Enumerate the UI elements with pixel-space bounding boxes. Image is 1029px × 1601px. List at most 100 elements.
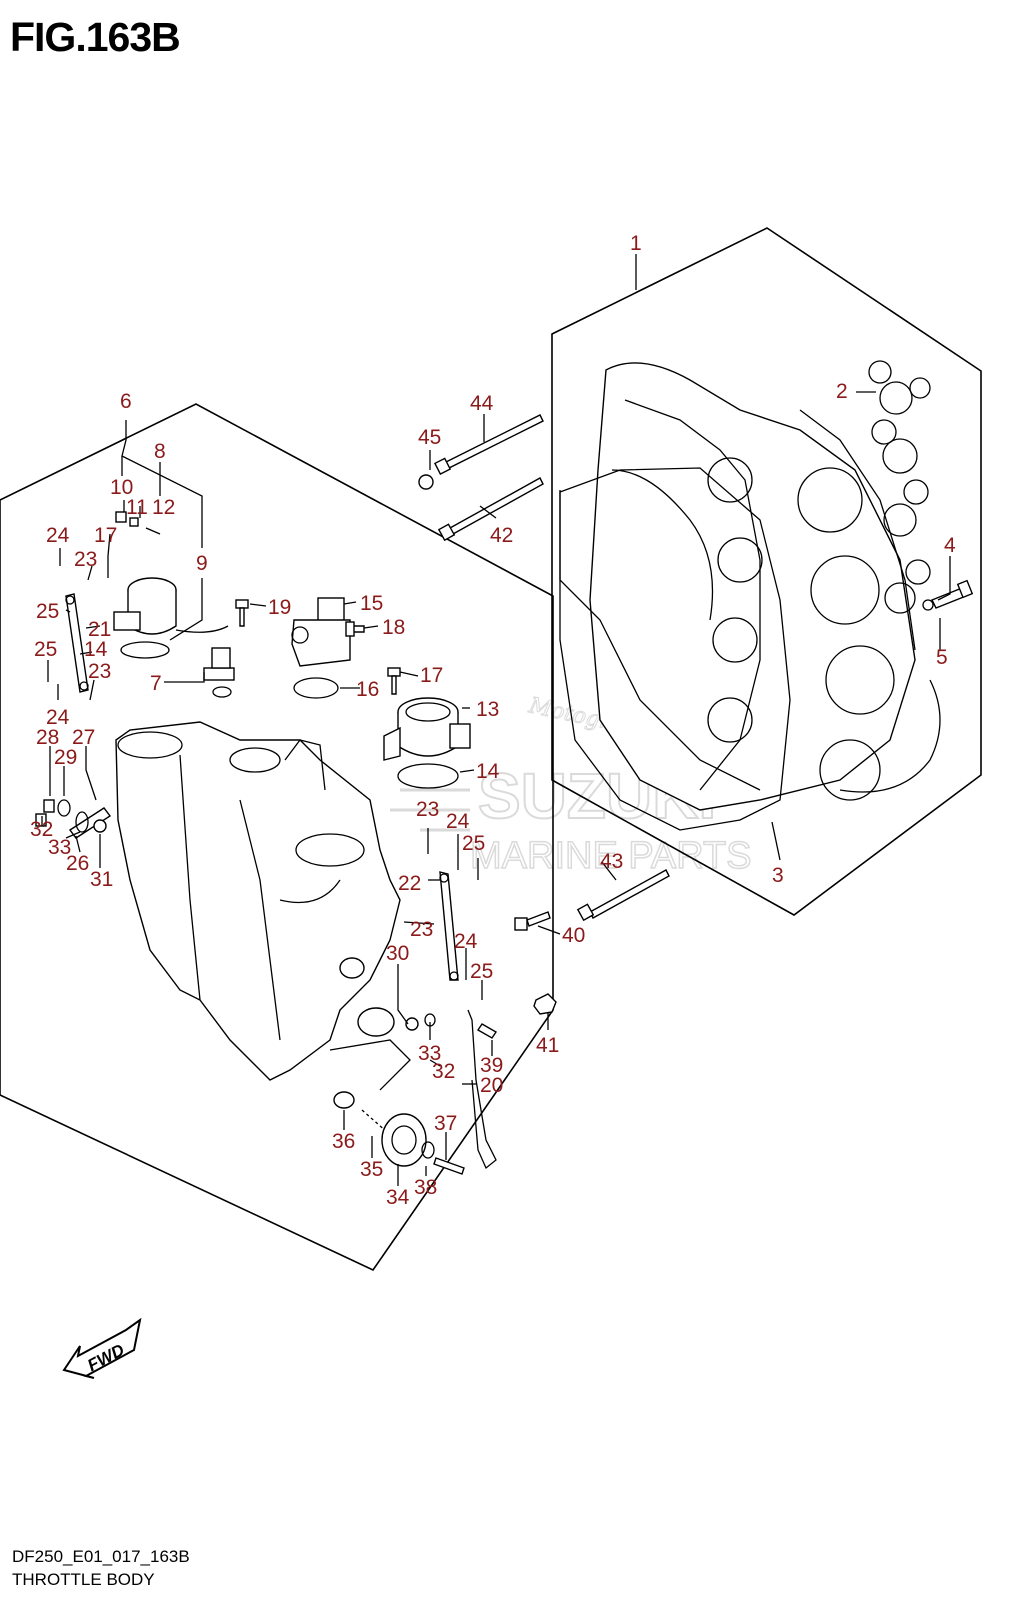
callout-25d: 25 [470, 960, 493, 983]
bolt-10 [115, 511, 127, 523]
washer-33a [75, 811, 89, 833]
o-ring-set [868, 360, 931, 614]
bolt-42 [437, 477, 544, 542]
callout-27: 27 [72, 726, 95, 749]
callout-44: 44 [470, 392, 494, 415]
callout-29: 29 [54, 746, 77, 769]
lever-26 [68, 807, 112, 839]
leader-lines [41, 254, 951, 1186]
bolt-40 [514, 911, 551, 931]
nut-32a [35, 813, 47, 827]
callout-21: 21 [88, 618, 111, 641]
assembly-frame-right [551, 227, 982, 916]
callout-24c: 24 [446, 810, 470, 833]
callout-12: 12 [152, 496, 175, 519]
callout-42: 42 [490, 524, 513, 547]
callout-45: 45 [418, 426, 441, 449]
callout-3: 3 [772, 864, 784, 887]
callout-20: 20 [480, 1074, 503, 1097]
callout-10: 10 [110, 476, 133, 499]
callout-28: 28 [36, 726, 59, 749]
o-ring-16 [293, 677, 339, 699]
callout-25a: 25 [36, 600, 59, 623]
callout-43: 43 [600, 850, 623, 873]
callout-39: 39 [480, 1054, 503, 1077]
callout-22: 22 [398, 872, 421, 895]
callout-13: 13 [476, 698, 499, 721]
bolt-28 [43, 799, 55, 813]
callout-23b: 23 [88, 660, 111, 683]
link-rod-21 [65, 593, 89, 693]
callout-1: 1 [630, 232, 642, 255]
callout-26: 26 [66, 852, 89, 875]
callout-7: 7 [150, 672, 162, 695]
callout-23c: 23 [416, 798, 439, 821]
figure-title: FIG.163B [10, 14, 181, 60]
washer-5 [922, 599, 934, 611]
callout-31: 31 [90, 868, 113, 891]
callout-32b: 32 [432, 1060, 455, 1083]
clip-12 [145, 527, 161, 535]
callout-33a: 33 [48, 836, 71, 859]
intake-manifold [559, 362, 941, 811]
throttle-cam [329, 957, 497, 1175]
callout-17a: 17 [94, 524, 117, 547]
callout-11: 11 [126, 496, 148, 519]
callout-33b: 33 [418, 1042, 441, 1065]
callout-34: 34 [386, 1186, 410, 1209]
callout-9: 9 [196, 552, 208, 575]
callout-25b: 25 [34, 638, 57, 661]
nut-11 [129, 517, 139, 527]
callout-38: 38 [414, 1176, 437, 1199]
callout-16: 16 [356, 678, 379, 701]
bolt-43 [576, 869, 670, 922]
throttle-valve-13 [383, 697, 471, 761]
callout-5: 5 [936, 646, 948, 669]
callout-14b: 14 [476, 760, 500, 783]
o-ring-14a [120, 641, 170, 659]
diagram-name: THROTTLE BODY [12, 1570, 155, 1589]
callout-15: 15 [360, 592, 383, 615]
link-22 [439, 871, 459, 981]
callout-24a: 24 [46, 524, 70, 547]
callout-40: 40 [562, 924, 585, 947]
callout-37: 37 [434, 1112, 457, 1135]
callout-4: 4 [944, 534, 956, 557]
callout-19: 19 [268, 596, 291, 619]
callout-8: 8 [154, 440, 166, 463]
callout-24b: 24 [46, 706, 70, 729]
callout-18: 18 [382, 616, 405, 639]
o-ring-14b [397, 763, 459, 789]
sensor-7 [203, 647, 235, 698]
gasket-outline [559, 467, 791, 831]
callout-23d: 23 [410, 918, 433, 941]
diagram-code: DF250_E01_017_163B [12, 1547, 190, 1566]
callout-17b: 17 [420, 664, 443, 687]
callout-2: 2 [836, 380, 848, 403]
screw-17b [387, 667, 401, 695]
bolt-44 [433, 414, 544, 476]
bolt-4 [931, 579, 974, 609]
nut-41 [533, 993, 557, 1015]
idle-actuator [113, 577, 229, 635]
callout-24d: 24 [454, 930, 478, 953]
watermark-sub: MARINE PARTS [470, 835, 752, 877]
screw-18 [345, 621, 365, 637]
nut-45 [418, 474, 434, 490]
callout-25c: 25 [462, 832, 485, 855]
throttle-body-housing [115, 721, 401, 1081]
screw-19 [235, 599, 249, 627]
valve-15 [291, 597, 351, 667]
washer-29 [57, 799, 71, 817]
callout-6: 6 [120, 390, 132, 413]
callout-41: 41 [536, 1034, 559, 1057]
callout-30: 30 [386, 942, 409, 965]
callout-36: 36 [332, 1130, 355, 1153]
callout-32a: 32 [30, 818, 53, 841]
callouts: 1 2 3 4 5 6 7 8 9 10 11 12 13 14 14 15 1… [30, 232, 956, 1209]
callout-14a: 14 [84, 638, 108, 661]
callout-23a: 23 [74, 548, 97, 571]
fwd-arrow-icon: FWD [62, 1317, 142, 1379]
cable-bracket-20 [467, 1009, 497, 1170]
